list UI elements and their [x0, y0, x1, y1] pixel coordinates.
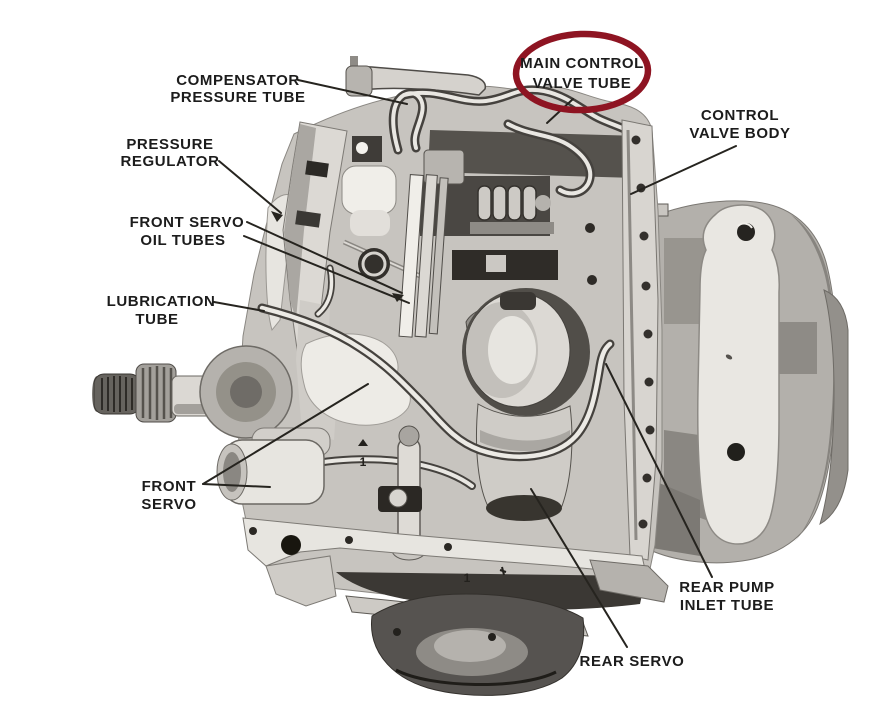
label-text: REGULATOR	[120, 153, 219, 170]
label-text: REAR PUMP	[679, 579, 774, 596]
label-front-servo-oil-tubes: FRONT SERVO OIL TUBES	[130, 214, 245, 249]
label-rear-servo: REAR SERVO	[580, 653, 685, 670]
shift-lever-arm	[345, 56, 487, 97]
rear-servo-part	[462, 288, 590, 521]
bottom-drum	[371, 593, 585, 696]
leader-front-servo-oil-tube-1	[246, 221, 403, 294]
transmission-illustration: 1 1	[92, 56, 849, 696]
label-text: SERVO	[141, 496, 196, 513]
leader-control-valve-body	[630, 145, 737, 195]
label-text: MAIN CONTROL	[520, 55, 644, 72]
casting-mark-1: 1	[360, 455, 367, 469]
label-text: VALVE TUBE	[533, 75, 632, 92]
label-text: CONTROL	[701, 107, 779, 124]
leader-front-servo-1	[202, 383, 369, 485]
leader-lines	[202, 79, 737, 648]
label-text: VALVE BODY	[689, 125, 790, 142]
leader-rear-pump-inlet-tube	[605, 363, 713, 578]
label-compensator-pressure-tube: COMPENSATOR PRESSURE TUBE	[170, 72, 305, 106]
leader-tip-pressure-regulator	[271, 211, 283, 222]
leader-front-servo-oil-tube-2	[243, 235, 410, 304]
label-text: FRONT SERVO	[130, 214, 245, 231]
parking-lever-plate	[697, 204, 780, 545]
label-rear-pump-inlet-tube: REAR PUMP INLET TUBE	[679, 579, 774, 614]
leader-compensator-pressure-tube	[297, 79, 408, 105]
label-text: LUBRICATION	[107, 293, 216, 310]
label-text: OIL TUBES	[140, 232, 225, 249]
label-main-control-valve-tube: MAIN CONTROL VALVE TUBE	[520, 55, 644, 92]
highlight-ellipse-main-control-valve-tube	[512, 30, 652, 114]
output-shaft	[92, 345, 293, 439]
label-front-servo: FRONT SERVO	[141, 478, 196, 513]
main-control-valve-tube-part	[503, 119, 595, 198]
case-flange-rail	[621, 119, 659, 561]
label-control-valve-body: CONTROL VALVE BODY	[689, 107, 790, 142]
accumulator-cover	[341, 165, 397, 236]
lubrication-and-inlet-tube-part	[257, 264, 615, 462]
compensator-pressure-tube-part	[388, 85, 646, 155]
casting-mark-2: 1	[464, 571, 471, 585]
label-text: FRONT	[142, 478, 197, 495]
leader-tip-front-servo-oil-tubes	[392, 293, 404, 302]
label-text: INLET TUBE	[680, 597, 774, 614]
casting-marks: 1 1	[358, 439, 471, 585]
label-lubrication-tube: LUBRICATION TUBE	[107, 293, 216, 328]
front-servo-oil-tubes-part	[398, 174, 449, 338]
leader-rear-servo	[530, 488, 628, 648]
label-text: REAR SERVO	[580, 653, 685, 670]
bright-casting-boss	[300, 333, 411, 426]
label-text: PRESSURE TUBE	[170, 89, 305, 106]
label-text: TUBE	[135, 311, 178, 328]
label-text: COMPENSATOR	[176, 72, 300, 89]
label-pressure-regulator: PRESSURE REGULATOR	[120, 136, 219, 170]
leader-pressure-regulator	[218, 160, 282, 214]
leader-lubrication-tube	[213, 301, 265, 312]
leader-front-servo-2	[202, 483, 271, 488]
label-text: PRESSURE	[126, 136, 213, 153]
